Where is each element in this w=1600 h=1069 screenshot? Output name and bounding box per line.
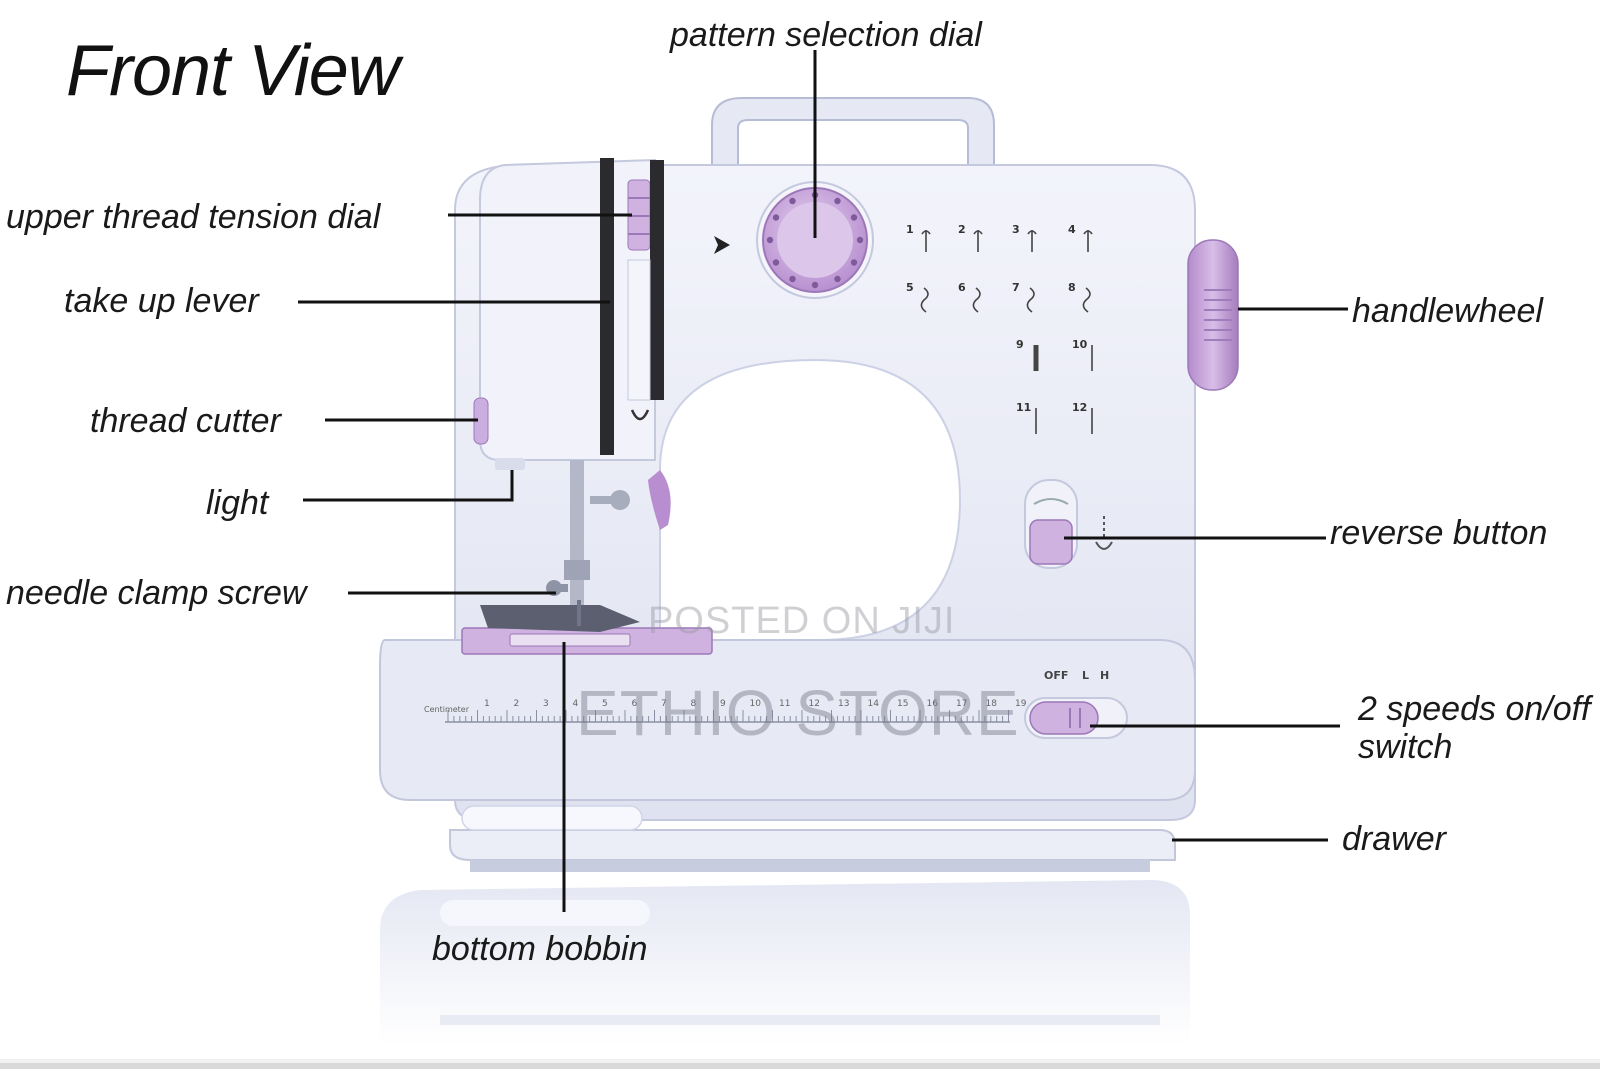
ruler-number: 16: [926, 699, 938, 709]
pattern-number: 7: [1012, 281, 1020, 294]
speed-label-high: H: [1100, 669, 1110, 682]
ruler-caption: Centimeter: [424, 705, 469, 714]
speed-switch-part: [1024, 697, 1128, 739]
pattern-number: 11: [1016, 401, 1032, 414]
pattern-number: 10: [1072, 338, 1088, 351]
dial-tick: [811, 281, 819, 289]
ruler-number: 19: [1015, 699, 1027, 709]
label-handlewheel: handlewheel: [1352, 292, 1543, 330]
pattern-number: 2: [958, 223, 966, 236]
dial-tick: [772, 259, 780, 266]
stitch-glyph: [1083, 230, 1093, 252]
speed-label-off: OFF: [1044, 669, 1069, 682]
ruler-number: 11: [779, 699, 791, 709]
ruler-scale: [445, 710, 1010, 723]
light-part: [495, 458, 525, 470]
label-upper-thread-tension-dial: upper thread tension dial: [6, 198, 381, 236]
carry-handle: [711, 97, 995, 171]
ruler-number: 3: [543, 699, 549, 709]
ruler-number: 4: [572, 699, 579, 709]
dial-tick: [789, 275, 796, 283]
dial-tick: [834, 275, 841, 283]
ruler-number: 8: [690, 699, 697, 709]
ruler-number: 15: [897, 699, 909, 709]
label-reverse-button: reverse button: [1330, 514, 1548, 552]
dial-tick: [772, 214, 780, 221]
label-light: light: [206, 484, 269, 522]
dial-tick: [789, 197, 796, 205]
stitch-glyph: [921, 230, 931, 252]
speed-label-low: L: [1082, 669, 1090, 682]
ruler-number: 10: [749, 699, 761, 709]
label-thread-cutter: thread cutter: [90, 402, 281, 440]
ruler-number: 14: [867, 699, 879, 709]
ruler-number: 1: [484, 699, 490, 709]
pattern-number: 6: [958, 281, 966, 294]
reflection: [380, 880, 1190, 1045]
footer-divider-light: [0, 1059, 1600, 1063]
dial-tick: [834, 197, 841, 205]
footer-divider: [0, 1063, 1600, 1069]
stitch-glyph: [972, 287, 981, 313]
label-take-up-lever: take up lever: [64, 282, 259, 320]
handlewheel-part: [1187, 239, 1239, 391]
stitch-glyph: [1026, 287, 1035, 313]
watermark-line1: POSTED ON JIJI: [648, 600, 956, 642]
ruler-number: 7: [661, 699, 667, 709]
dial-tick: [766, 236, 774, 244]
ruler-number: 12: [808, 699, 820, 709]
dial-tick: [856, 236, 864, 244]
leader-lines: [298, 50, 1348, 912]
leader-light: [303, 470, 514, 502]
drawer-part: [449, 829, 1176, 861]
dial-tick: [850, 259, 858, 266]
label-needle-clamp-screw: needle clamp screw: [6, 574, 307, 612]
stitch-pattern-chart: [920, 230, 1093, 434]
stitch-glyph: [1027, 230, 1037, 252]
dial-pointer-icon: [714, 236, 730, 254]
ruler-number: 13: [838, 699, 850, 709]
pattern-number: 8: [1068, 281, 1076, 294]
label-speed-switch: 2 speeds on/off switch: [1358, 690, 1591, 767]
dial-tick: [850, 214, 858, 221]
ruler-number: 17: [956, 699, 968, 709]
stitch-glyph: [1082, 287, 1091, 313]
stitch-glyph: [973, 230, 983, 252]
throat-opening: [659, 358, 962, 641]
reverse-button-part: [1024, 479, 1113, 569]
stitch-glyph: [920, 287, 929, 313]
pattern-number: 12: [1072, 401, 1088, 414]
pattern-number: 9: [1016, 338, 1024, 351]
ruler-number: 5: [602, 699, 608, 709]
ruler-number: 18: [985, 699, 997, 709]
machine-base: [379, 639, 1196, 801]
diagram-title: Front View: [66, 31, 400, 111]
drawer-slot: [461, 805, 643, 831]
ruler-number: 2: [513, 699, 520, 709]
label-drawer: drawer: [1342, 820, 1446, 858]
tension-dial-part: [600, 158, 664, 455]
needle-assembly: [480, 460, 640, 632]
ruler-number: 6: [631, 699, 638, 709]
machine-feet: [470, 860, 1150, 872]
pattern-number: 4: [1068, 223, 1076, 236]
presser-lever: [648, 470, 671, 530]
ruler-number: 9: [720, 699, 726, 709]
pattern-number: 5: [906, 281, 914, 294]
pattern-dial-part: [756, 181, 874, 299]
pattern-number: 3: [1012, 223, 1020, 236]
watermark-line2: ETHIO STORE: [576, 677, 1020, 749]
bobbin-cover: [509, 633, 631, 647]
label-bottom-bobbin: bottom bobbin: [432, 930, 648, 968]
pattern-number: 1: [906, 223, 914, 236]
label-pattern-selection-dial: pattern selection dial: [670, 16, 982, 54]
